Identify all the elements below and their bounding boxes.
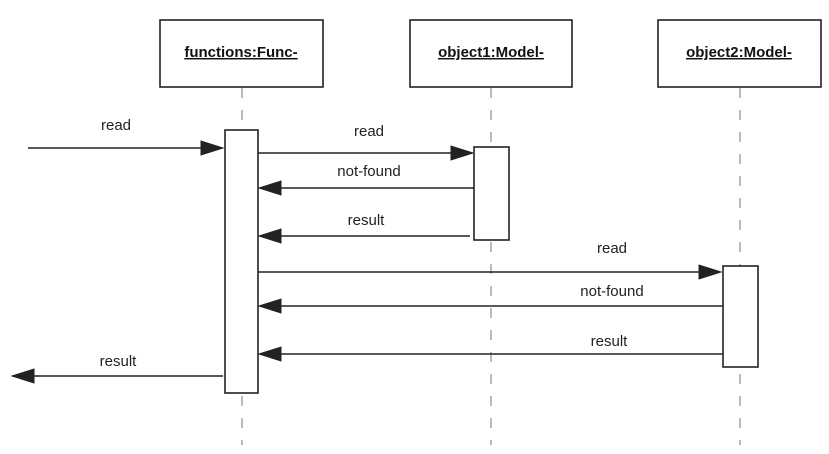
arrowhead-right bbox=[698, 264, 723, 280]
message-result-from-object1: result bbox=[257, 212, 470, 244]
activation-object1 bbox=[473, 146, 510, 241]
message-label: not-found bbox=[337, 163, 400, 180]
arrowhead-left bbox=[10, 368, 35, 384]
activation-functions bbox=[224, 129, 259, 394]
lifeline-label-functions: functions:Func- bbox=[184, 44, 297, 61]
message-label: read bbox=[101, 117, 131, 134]
arrowhead-left bbox=[257, 180, 282, 196]
message-not-found-from-object1: not-found bbox=[257, 163, 474, 196]
message-label: result bbox=[348, 212, 386, 229]
activation-object2 bbox=[722, 265, 759, 368]
message-not-found-from-object2: not-found bbox=[257, 283, 723, 314]
lifeline-header-object2: object2:Model- bbox=[657, 19, 822, 88]
message-result-outgoing: result bbox=[10, 353, 223, 384]
arrowhead-right bbox=[450, 145, 475, 161]
arrowhead-left bbox=[257, 228, 282, 244]
lifeline-label-object1: object1:Model- bbox=[438, 44, 544, 61]
lifeline-label-object2: object2:Model- bbox=[686, 44, 792, 61]
message-read-incoming: read bbox=[28, 117, 225, 156]
message-label: result bbox=[591, 333, 629, 350]
message-label: read bbox=[597, 240, 627, 257]
message-label: not-found bbox=[580, 283, 643, 300]
message-result-from-object2: result bbox=[257, 333, 723, 362]
arrowhead-left bbox=[257, 298, 282, 314]
arrowhead-left bbox=[257, 346, 282, 362]
message-read-to-object1: read bbox=[258, 123, 475, 161]
message-label: result bbox=[100, 353, 138, 370]
lifeline-header-object1: object1:Model- bbox=[409, 19, 573, 88]
message-label: read bbox=[354, 123, 384, 140]
arrowhead-right bbox=[200, 140, 225, 156]
lifeline-header-functions: functions:Func- bbox=[159, 19, 324, 88]
message-read-to-object2: read bbox=[258, 240, 723, 280]
